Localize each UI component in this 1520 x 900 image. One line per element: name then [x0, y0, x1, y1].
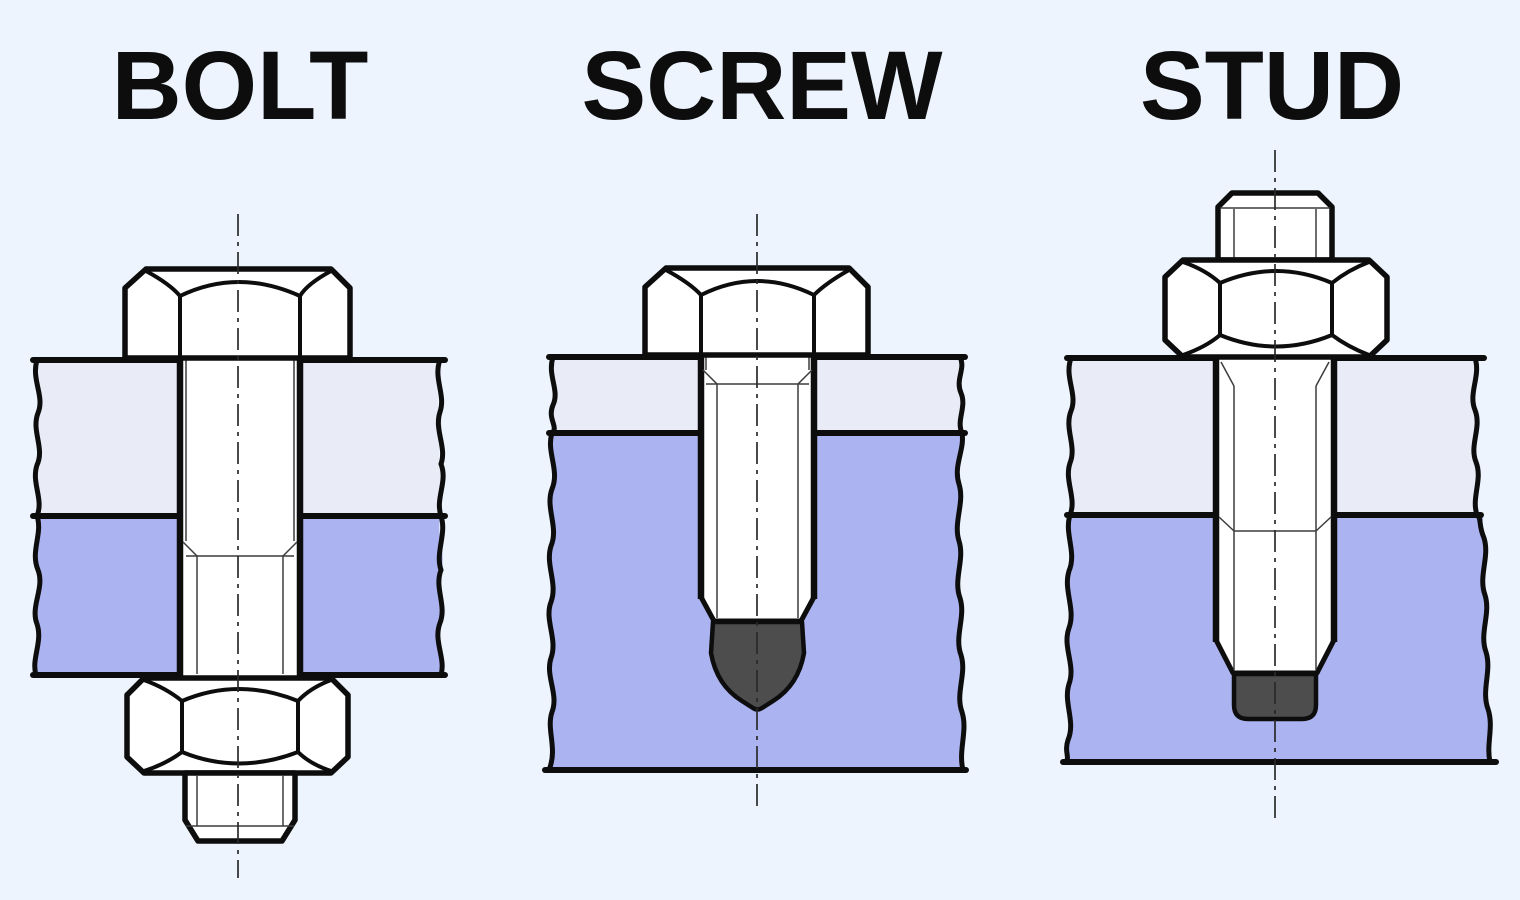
screw-plate-right-break-edge: [954, 354, 967, 773]
bolt-plate-left-break-edge: [32, 357, 43, 678]
stud-plate-left-break-edge: [1063, 355, 1076, 765]
stud-figure: STUD: [1060, 31, 1499, 820]
bolt-plate-right-break-edge: [435, 357, 446, 678]
bolt-head-facets: [144, 269, 333, 359]
screw-plate-left-break-edge: [546, 354, 558, 773]
screw-label: SCREW: [581, 31, 942, 140]
screw-drilled-hole-end: [708, 619, 807, 712]
bolt-figure: BOLT: [30, 31, 448, 878]
screw-figure: SCREW: [542, 31, 969, 812]
stud-thread-detail-lines: [1218, 361, 1332, 670]
bolt-shank: [177, 358, 303, 680]
screw-body-tip-edge: [698, 594, 817, 624]
stud-nut-facets: [1181, 260, 1371, 357]
stud-plate-right-break-edge: [1470, 355, 1493, 765]
bolt-label: BOLT: [112, 31, 369, 140]
bolt-thread-end: [182, 770, 298, 844]
bolt-shank-detail-lines: [182, 360, 298, 674]
stud-nut: [1162, 257, 1390, 360]
bolt-nut-facets: [142, 678, 333, 773]
stud-body: [1216, 358, 1334, 673]
bolt-thread-end-lines: [186, 775, 294, 827]
stud-label: STUD: [1140, 31, 1404, 140]
